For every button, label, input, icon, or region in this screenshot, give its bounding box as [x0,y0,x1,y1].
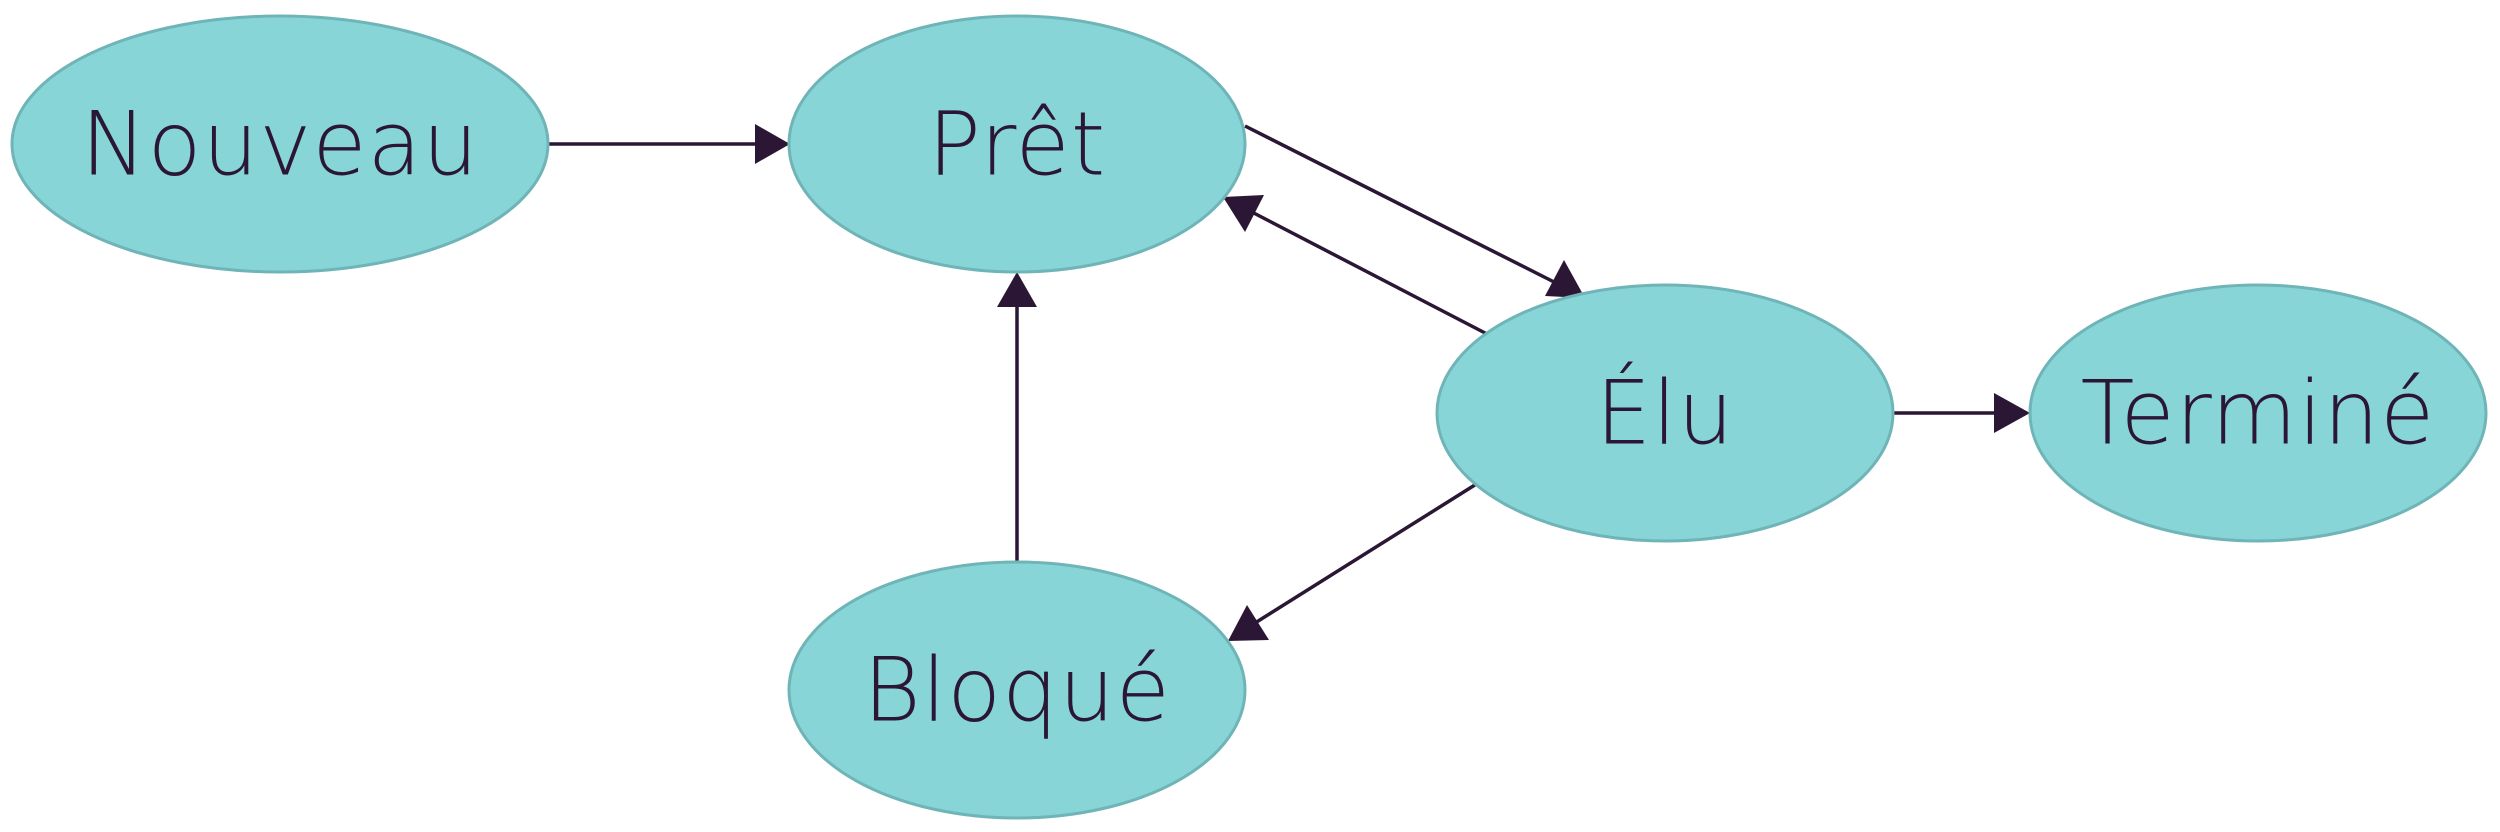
edge-bloque-to-pret [997,272,1037,562]
edge-nouveau-to-pret [548,124,790,164]
node-label-nouveau: Nouveau [81,93,479,196]
edge-pret-to-elu [1244,124,1585,298]
node-label-termine: Terminé [2081,362,2436,465]
node-label-pret: Prêt [928,93,1106,196]
edge-elu-to-termine [1893,393,2030,433]
edges [548,124,2030,641]
node-elu: Élu [1435,283,1895,543]
node-bloque: Bloqué [787,560,1247,820]
node-label-elu: Élu [1596,362,1735,465]
node-nouveau: Nouveau [10,14,550,274]
edge-elu-to-pret [1223,195,1488,336]
node-label-bloque: Bloqué [863,639,1171,742]
nodes: Nouveau Prêt Élu Terminé Bloqué [10,14,2488,820]
edge-elu-to-bloque [1228,481,1479,641]
node-termine: Terminé [2028,283,2488,543]
node-pret: Prêt [787,14,1247,274]
